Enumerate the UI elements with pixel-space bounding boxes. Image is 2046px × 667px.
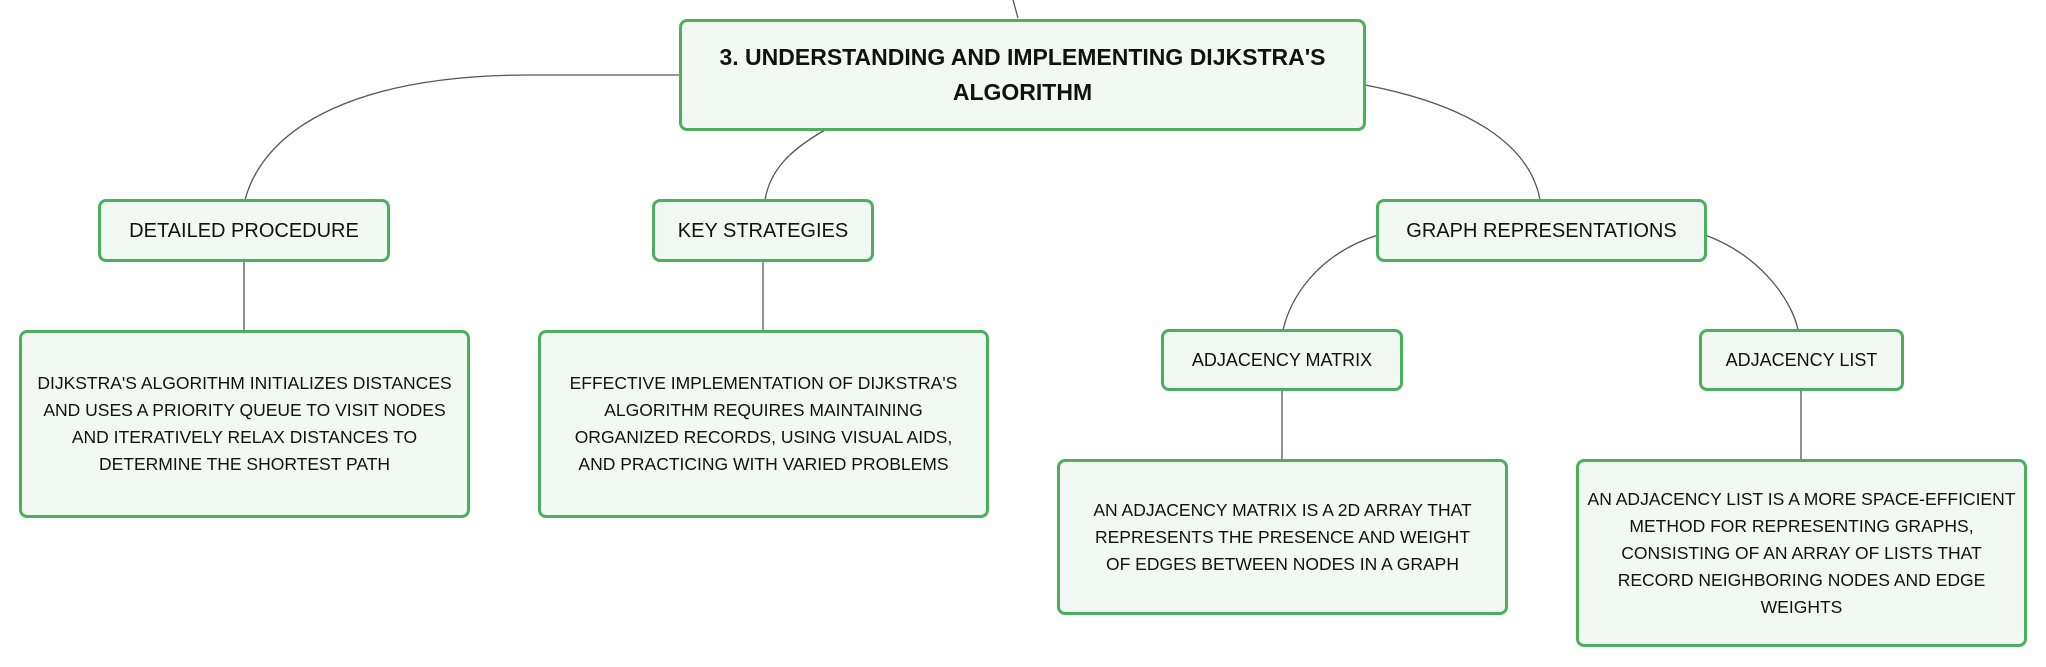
adjacency-list-title: Adjacency List [1725,350,1878,370]
graph-representations-title: Graph Representations [1406,219,1677,242]
adjacency-matrix-description: An adjacency matrix is a 2D array that r… [1093,499,1472,574]
detailed-procedure-node[interactable]: Detailed Procedure [98,199,390,262]
adjacency-list-description-node[interactable]: An adjacency list is a more space-effici… [1576,459,2027,647]
connector-root-to-detailed-procedure [244,74,680,201]
connector-root-to-key-strategies [764,129,826,201]
adjacency-matrix-title: Adjacency Matrix [1191,350,1373,370]
key-strategies-node[interactable]: Key Strategies [652,199,874,262]
key-strategies-title: Key Strategies [677,219,849,242]
detailed-procedure-description-node[interactable]: Dijkstra's algorithm initializes distanc… [19,330,470,518]
connector-graph-representations-to-adjacency-list [1704,234,1799,331]
adjacency-matrix-node[interactable]: Adjacency Matrix [1161,329,1403,391]
connector-parent-to-root [1012,0,1019,19]
root-topic-text: 3. Understanding and Implementing Dijkst… [719,44,1326,105]
adjacency-list-description: An adjacency list is a more space-effici… [1587,488,2016,617]
adjacency-matrix-description-node[interactable]: An adjacency matrix is a 2D array that r… [1057,459,1508,615]
detailed-procedure-description: Dijkstra's algorithm initializes distanc… [37,373,452,474]
key-strategies-description-node[interactable]: Effective implementation of Dijkstra's a… [538,330,989,518]
adjacency-list-node[interactable]: Adjacency List [1699,329,1904,391]
root-topic-node[interactable]: 3. Understanding and Implementing Dijkst… [679,19,1366,131]
connector-graph-representations-to-adjacency-matrix [1282,234,1379,331]
connector-root-to-graph-representations [1364,84,1541,201]
key-strategies-description: Effective implementation of Dijkstra's a… [569,373,958,474]
detailed-procedure-title: Detailed Procedure [129,219,359,242]
graph-representations-node[interactable]: Graph Representations [1376,199,1707,262]
